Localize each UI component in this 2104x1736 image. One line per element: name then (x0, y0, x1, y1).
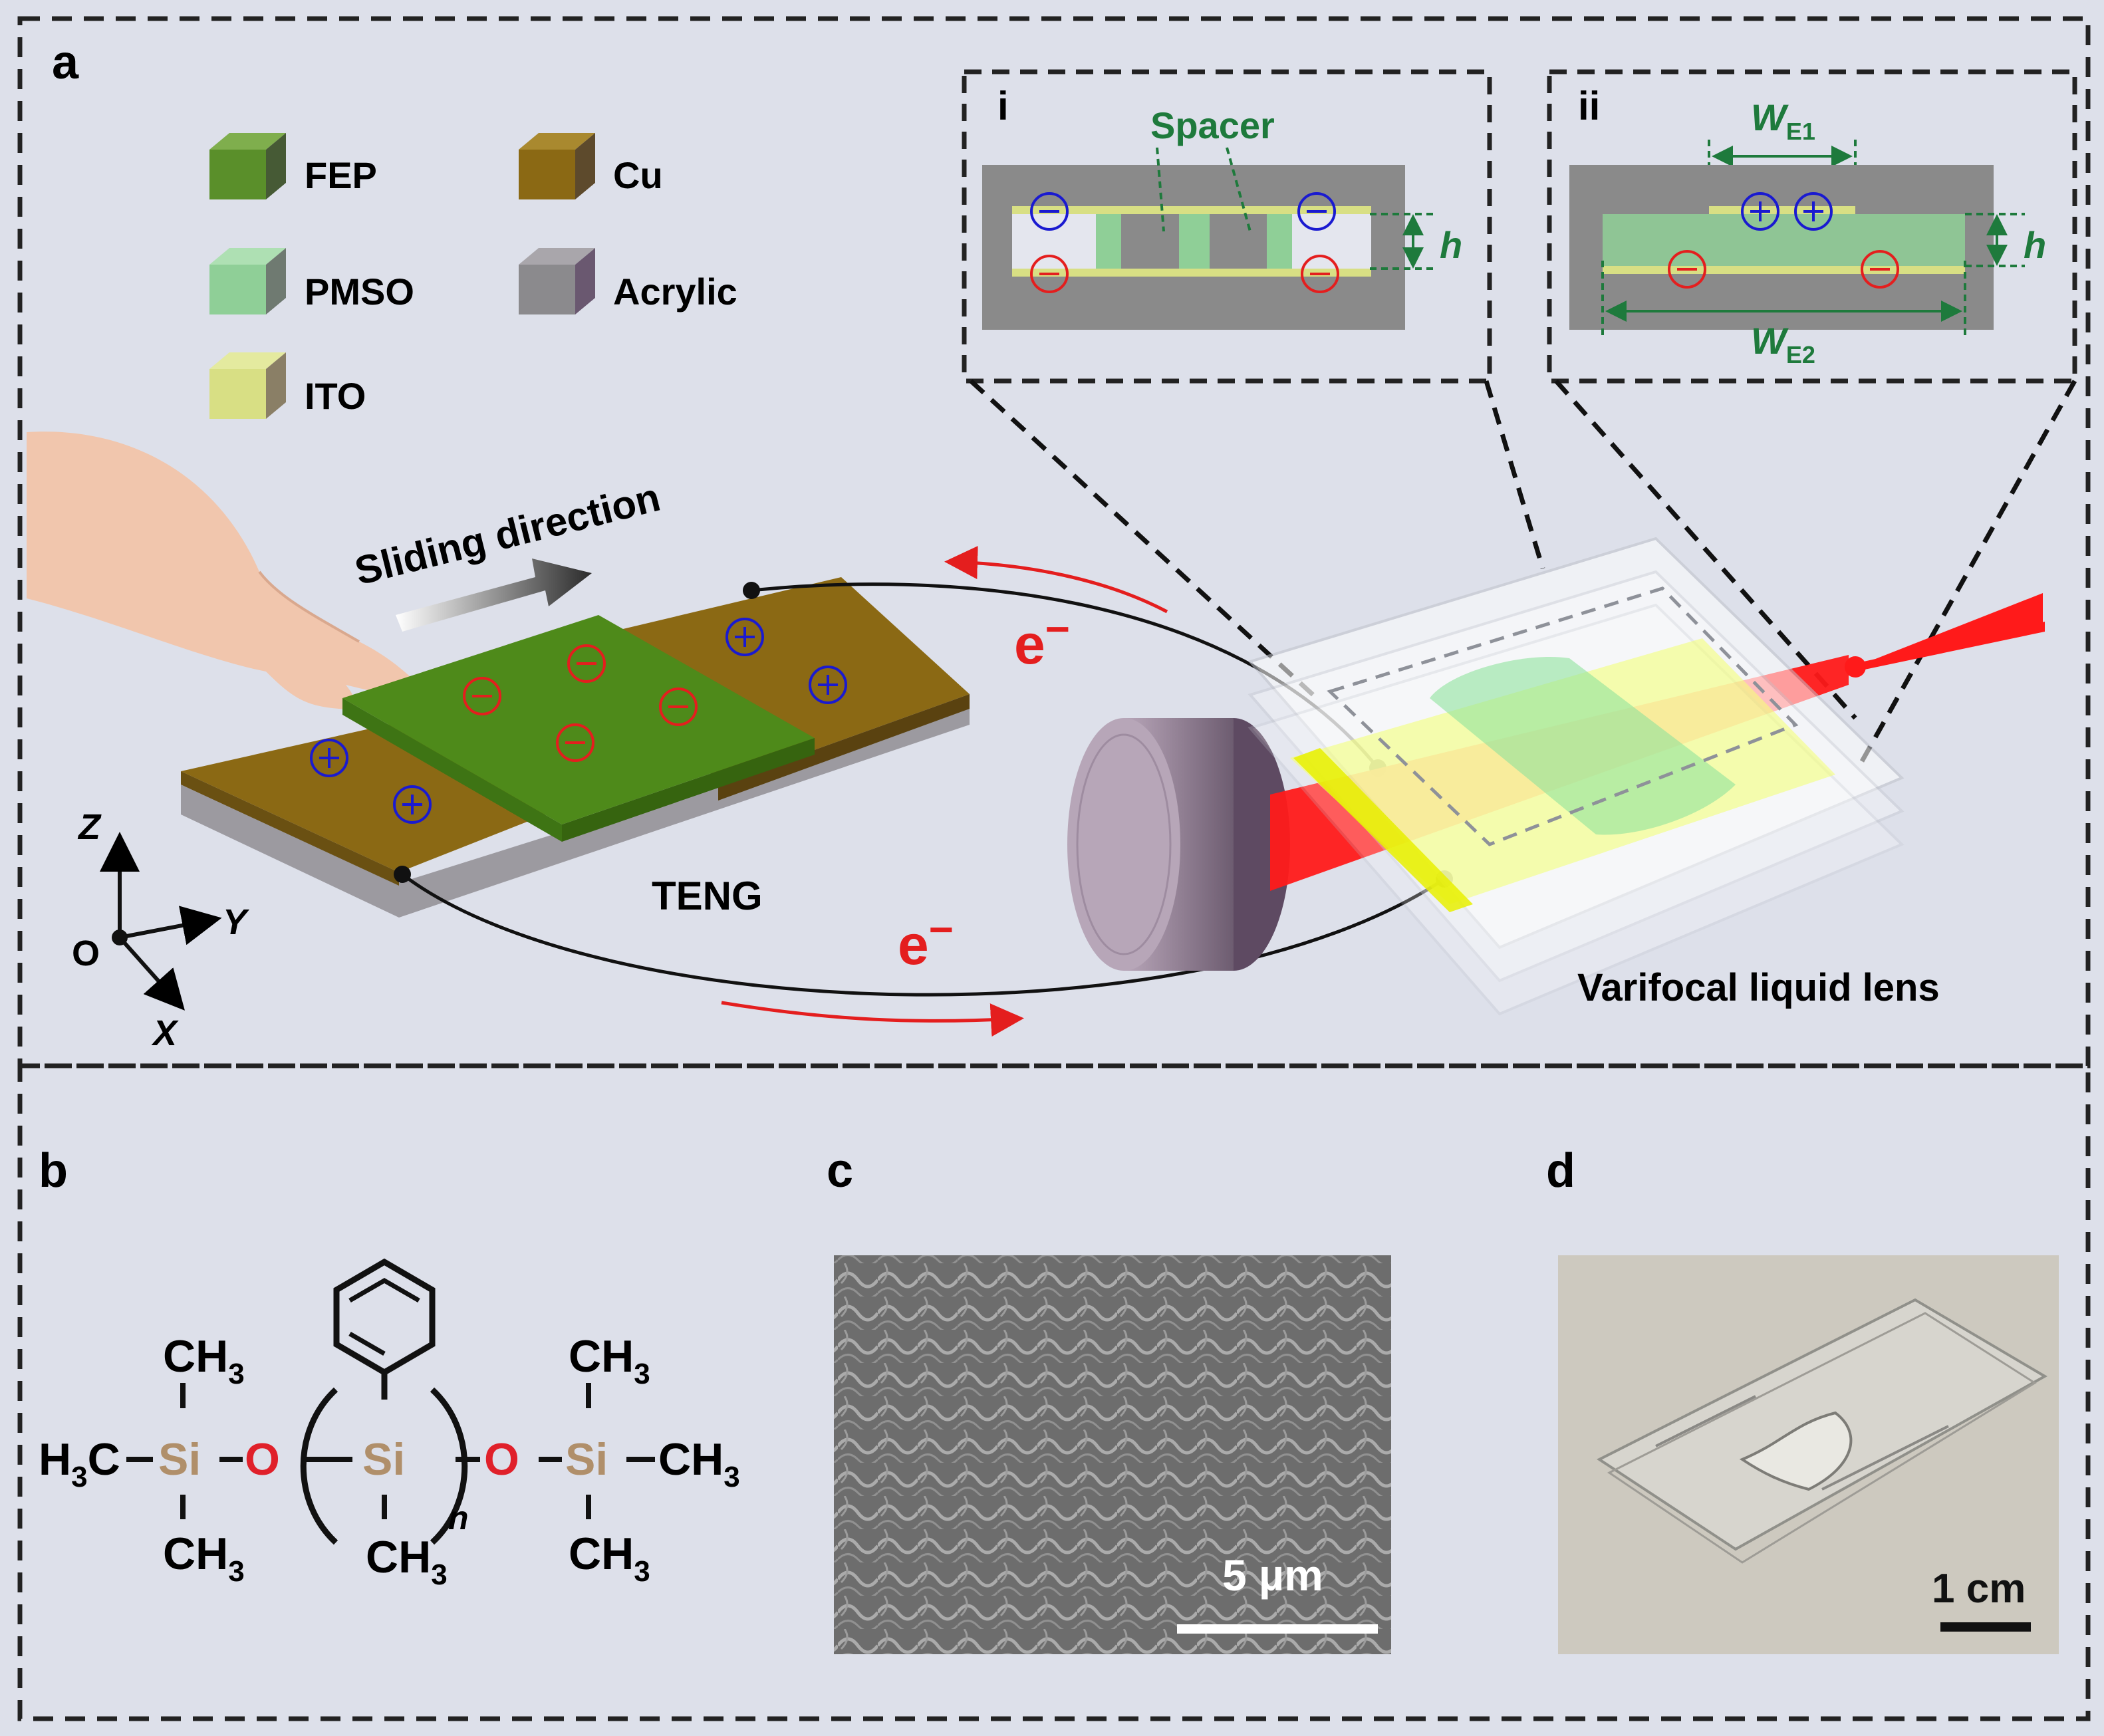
ch3-top-right: CH3 (569, 1331, 650, 1390)
panel-label-c: c (827, 1144, 853, 1197)
inset-ii-ito-bottom (1603, 266, 1965, 274)
hand-illustration (27, 432, 426, 709)
inset-ii-we2-label: WE2 (1751, 320, 1815, 368)
inset-i-ito-top (1012, 206, 1371, 214)
spacer-label: Spacer (1150, 104, 1275, 146)
legend-ito-swatch (209, 352, 286, 419)
ch3-right: CH3 (658, 1434, 740, 1493)
si-middle: Si (362, 1434, 405, 1485)
teng-cu-left-side (181, 771, 399, 886)
lens-liquid (1430, 657, 1736, 835)
teng-charges (310, 618, 847, 824)
panel-label-b: b (39, 1144, 68, 1197)
inset-i-ito-bottom (1012, 269, 1371, 277)
device-photo: 1 cm (1558, 1255, 2059, 1654)
repeat-n: n (448, 1499, 469, 1537)
axis-z-label: Z (77, 807, 102, 847)
legend-cu-label: Cu (613, 154, 663, 196)
teng-label: TENG (652, 874, 763, 918)
lens-label: Varifocal liquid lens (1577, 966, 1940, 1009)
inset-i-spacer-2 (1179, 211, 1210, 271)
legend-cu-swatch (519, 133, 595, 199)
sem-scalebar (1177, 1624, 1378, 1634)
chemical-structure: CH3 H3C Si O CH3 Si CH3 n O Si CH3 CH3 C… (39, 1258, 740, 1591)
bracket-right (430, 1387, 468, 1545)
sem-scalebar-label: 5 µm (1222, 1550, 1323, 1600)
teng-device (181, 577, 970, 918)
legend-fep-swatch (209, 133, 286, 199)
inset-ii-ito-top (1709, 206, 1855, 214)
legend-acrylic-swatch (519, 248, 595, 314)
axis-origin-label: O (72, 933, 100, 973)
axis-y-label: Y (223, 902, 250, 942)
o-right: O (484, 1434, 519, 1485)
legend-pmso-label: PMSO (305, 271, 414, 312)
inset-i-spacer-3 (1267, 211, 1292, 271)
electron-arrow-top (944, 546, 1168, 614)
laser-cone (1855, 593, 2043, 667)
inset-ii-liquid (1603, 214, 1965, 269)
inset-i-h-label: h (1440, 224, 1462, 266)
panel-label-a: a (52, 36, 79, 89)
axes-origin (112, 930, 128, 945)
inset-ii-charges (1668, 192, 1899, 289)
inset-ii-label: ii (1578, 84, 1600, 128)
legend-fep-label: FEP (305, 154, 377, 196)
teng-fep-front (342, 698, 562, 842)
sliding-direction-arrow (396, 558, 592, 632)
legend-acrylic-label: Acrylic (613, 271, 737, 312)
inset-ii-we1-label: WE1 (1751, 96, 1815, 145)
legend-ito-label: ITO (305, 375, 366, 417)
electron-label-top: e− (1014, 605, 1070, 676)
electron-label-bottom: e− (898, 906, 954, 976)
si-left: Si (158, 1434, 201, 1485)
legend: FEP Cu PMSO Acrylic ITO (209, 133, 737, 419)
panel-bcd-frame (17, 1063, 2091, 1721)
laser-source (1067, 718, 1290, 971)
lens-device (1248, 537, 1905, 1016)
ch3-bottom-right: CH3 (569, 1529, 650, 1588)
inset-i-label: i (997, 84, 1009, 128)
inset-ii: ii WE1 h WE2 (1547, 69, 2077, 384)
legend-pmso-swatch (209, 248, 286, 314)
teng-fep-side (562, 738, 815, 842)
inset-ii-h-label: h (2024, 224, 2046, 266)
inset-i: i Spacer h (962, 69, 1492, 384)
zoom-lines (969, 379, 2077, 763)
panel-label-d: d (1546, 1144, 1575, 1197)
si-right: Si (565, 1434, 608, 1485)
h3c-label: H3C (39, 1434, 120, 1493)
inset-i-spacer-1 (1096, 211, 1121, 271)
axis-x-label: X (151, 1013, 179, 1053)
inset-i-charges (1030, 192, 1339, 293)
ch3-top-left: CH3 (163, 1331, 245, 1390)
electron-arrow-bottom (721, 1001, 1024, 1037)
teng-fep-slider (342, 615, 815, 824)
o-left: O (245, 1434, 280, 1485)
coordinate-axes (100, 832, 222, 1011)
inset-i-block-1 (1121, 211, 1179, 271)
teng-cu-right-side (718, 694, 970, 801)
photo-scalebar-label: 1 cm (1932, 1566, 2026, 1612)
inset-i-block-2 (1210, 211, 1267, 271)
ch3-bottom-left: CH3 (163, 1529, 245, 1588)
sem-image: 5 µm (834, 1255, 1391, 1654)
ch3-bottom-middle: CH3 (366, 1532, 448, 1591)
bracket-left (300, 1387, 338, 1545)
focal-point (1845, 656, 1866, 678)
photo-scalebar (1940, 1622, 2031, 1632)
